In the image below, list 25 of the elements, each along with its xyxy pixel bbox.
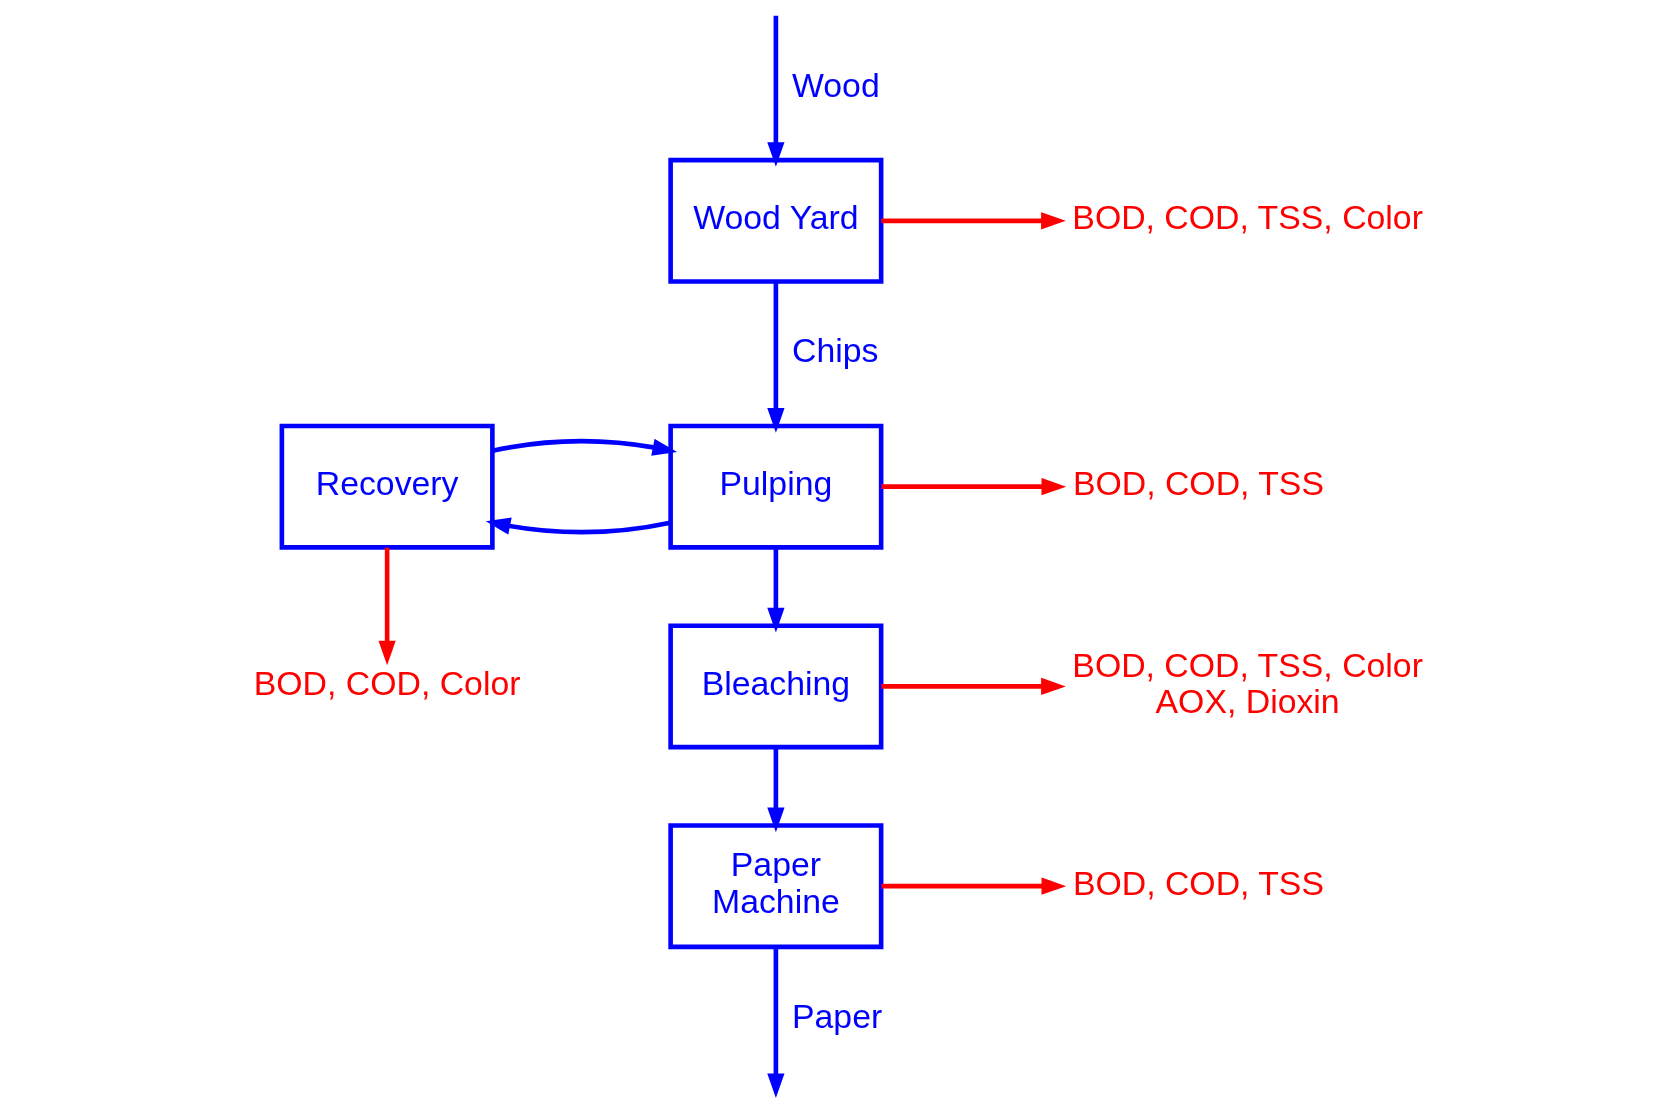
node-box: Recovery <box>279 423 495 550</box>
node-box: Paper Machine <box>668 823 884 950</box>
node-text: BOD, COD, TSS, Color <box>1072 198 1423 237</box>
arrow <box>881 212 1066 230</box>
node-text: BOD, COD, TSS, Color AOX, Dioxin <box>1072 645 1423 721</box>
arrow <box>767 747 785 833</box>
node-text: BOD, COD, Color <box>253 664 521 703</box>
arrow <box>767 947 785 1099</box>
node-text: BOD, COD, TSS <box>1072 863 1324 902</box>
node-text: BOD, COD, TSS <box>1072 464 1324 503</box>
arrow <box>881 677 1066 696</box>
node-box: Bleaching <box>668 623 884 750</box>
node-box: Pulping <box>668 423 884 550</box>
arrow <box>485 517 671 535</box>
arrow <box>767 547 785 633</box>
arrow <box>378 547 396 666</box>
edge-label: Wood <box>792 65 880 104</box>
arrow <box>492 438 678 456</box>
arrow <box>767 15 785 167</box>
arrow <box>881 478 1067 496</box>
edge-label: Paper <box>792 996 883 1035</box>
node-box: Wood Yard <box>668 157 884 284</box>
edge-label: Chips <box>792 331 879 370</box>
arrow <box>767 282 785 433</box>
arrow <box>881 877 1067 895</box>
